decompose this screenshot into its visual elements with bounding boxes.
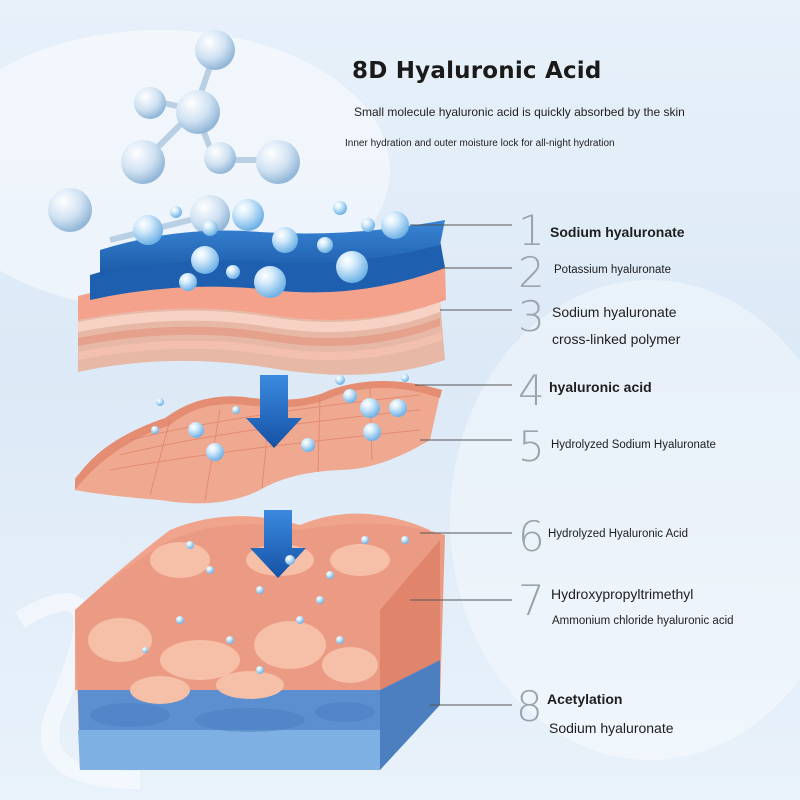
callout-lines (410, 224, 512, 706)
callout-label-5: Hydrolyzed Sodium Hyaluronate (551, 439, 716, 451)
callout-number-6: 6 (518, 512, 545, 561)
page-subtitle: Small molecule hyaluronic acid is quickl… (354, 105, 685, 119)
callout-number-5: 5 (518, 422, 545, 471)
skin-block (75, 513, 445, 770)
top-layer-stack (78, 220, 446, 375)
callout-label-7: Hydroxypropyltrimethyl (551, 586, 694, 602)
callout-label-1: Sodium hyaluronate (550, 224, 685, 240)
callout-label-7-line2: Ammonium chloride hyaluronic acid (552, 615, 734, 627)
callout-label-3-line2: cross-linked polymer (552, 331, 681, 347)
callout-label-4: hyaluronic acid (549, 379, 652, 395)
callout-label-2: Potassium hyaluronate (554, 264, 671, 276)
callout-number-8: 8 (516, 682, 543, 731)
callout-number-2: 2 (518, 248, 545, 297)
background-glow (450, 280, 800, 760)
callout-label-8: Acetylation (547, 691, 623, 707)
down-arrow-icon (246, 375, 302, 448)
callout-label-3: Sodium hyaluronate (552, 304, 677, 320)
callout-number-4: 4 (518, 366, 545, 415)
water-bubbles (133, 199, 409, 674)
callout-number-3: 3 (518, 292, 545, 341)
callout-label-6: Hydrolyzed Hyaluronic Acid (548, 528, 688, 540)
page-subtitle-secondary: Inner hydration and outer moisture lock … (345, 138, 615, 149)
callout-label-8-line2: Sodium hyaluronate (549, 720, 674, 736)
page-title: 8D Hyaluronic Acid (352, 58, 602, 84)
callout-number-7: 7 (518, 576, 545, 625)
callout-number-1: 1 (518, 206, 545, 255)
molecule-atoms (48, 30, 300, 235)
water-splash (15, 593, 141, 789)
middle-skin-layer (75, 381, 442, 504)
